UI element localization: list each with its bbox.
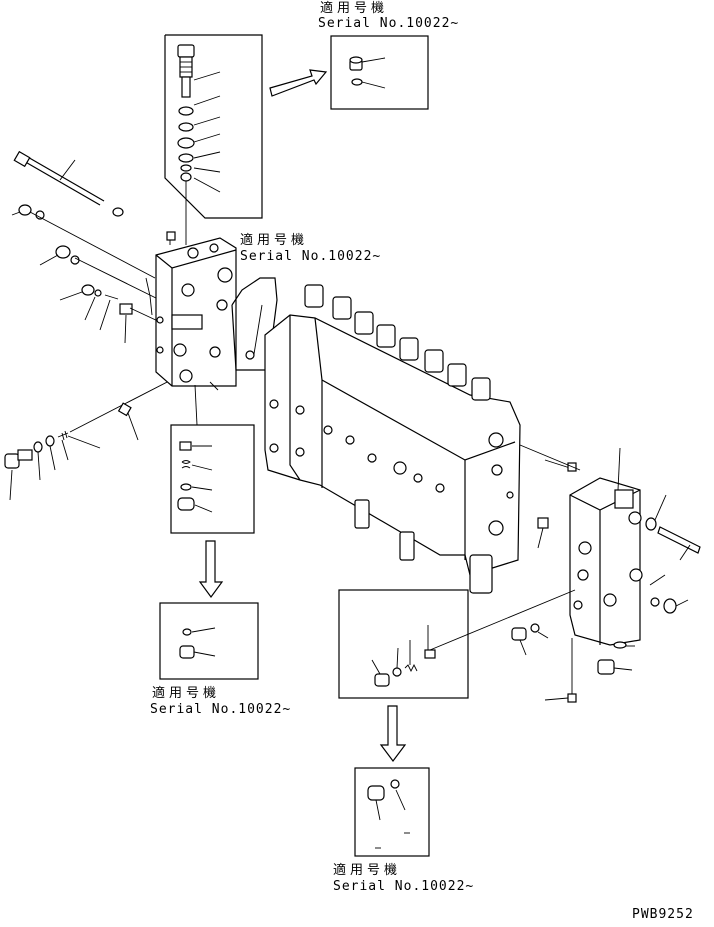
relief-valve-detail-box — [164, 34, 263, 245]
lower-detail-box — [170, 424, 255, 534]
drawing-code: PWB9252 — [632, 907, 694, 922]
inlet-section-block — [145, 231, 237, 426]
bottom-serial-label: Serial No.10022~ — [333, 879, 475, 894]
arrow-right — [269, 69, 328, 97]
main-control-valve-stack — [264, 284, 521, 594]
lower-left-plug-set — [4, 377, 176, 501]
mid-serial-outline — [231, 277, 278, 371]
center-detail-box — [338, 589, 469, 699]
tie-bolt-top — [13, 150, 124, 217]
top-serial-label: Serial No.10022~ — [318, 16, 460, 31]
arrow-down-left — [198, 540, 224, 599]
mid-serial-label: Serial No.10022~ — [240, 249, 382, 264]
left-applicable-label: 適用号機 — [152, 686, 221, 701]
left-fittings — [11, 204, 161, 344]
bottom-applicable-label: 適用号機 — [333, 863, 402, 878]
top-serial-detail-box — [330, 35, 429, 110]
left-serial-detail-box — [159, 602, 259, 680]
arrow-down-center — [379, 705, 407, 762]
top-applicable-label: 適用号機 — [320, 1, 389, 16]
bottom-serial-detail-box — [354, 767, 430, 857]
spool-caps — [304, 284, 491, 401]
left-serial-label: Serial No.10022~ — [150, 702, 292, 717]
outlet-section-block — [429, 444, 701, 703]
mid-applicable-label: 適用号機 — [240, 233, 309, 248]
